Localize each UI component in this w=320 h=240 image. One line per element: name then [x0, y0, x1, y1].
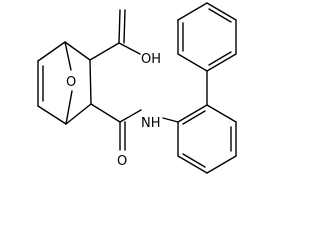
carbonyl-oxygen-label: O: [117, 154, 127, 169]
carboxylic-acid-group: [89, 9, 141, 61]
acid-hydroxyl-label: OH: [141, 52, 161, 67]
amide-group: [90, 103, 179, 151]
upper-phenyl-ring: [177, 2, 237, 72]
amide-nh-label: NH: [141, 116, 161, 131]
bicyclic-ring: [37, 41, 92, 125]
chemical-structure: O OH O NH: [37, 2, 237, 174]
anilide-phenyl-ring: [177, 104, 237, 174]
bridge-oxygen-label: O: [66, 75, 76, 90]
